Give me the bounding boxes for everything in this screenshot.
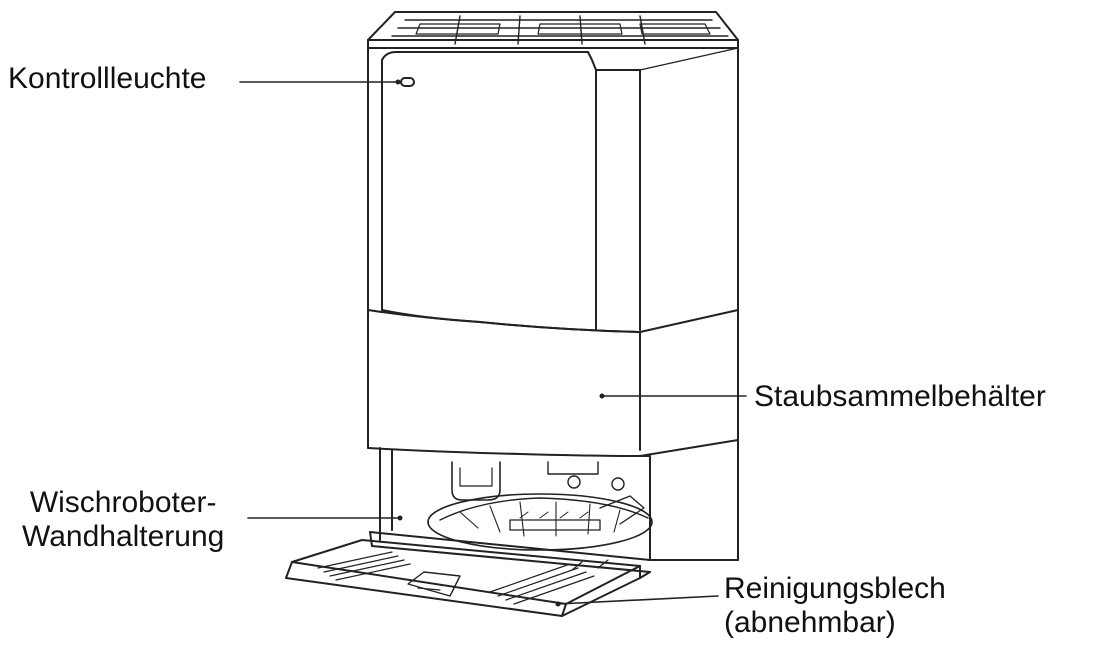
label-mount-line1: Wischroboter- [29, 486, 217, 519]
label-mount-line2: Wandhalterung [22, 520, 225, 553]
upper-body [367, 39, 739, 561]
label-dustbin-text: Staubsammelbehälter [754, 380, 1046, 413]
leader-dot-dustbin [599, 393, 605, 399]
leader-dot-mount [397, 515, 403, 521]
top-lid [367, 11, 739, 49]
label-cleaning-tray: Reinigungsblech (abnehmbar) [724, 572, 946, 640]
indicator-light [400, 77, 415, 87]
label-wall-mount: Wischroboter- Wandhalterung [22, 486, 224, 554]
label-tray-line2: (abnehmbar) [724, 606, 896, 639]
dust-container-band [367, 309, 739, 457]
leader-dot-indicator [395, 79, 401, 85]
label-indicator-light: Kontrollleuchte [8, 62, 206, 96]
leader-dot-tray [555, 601, 561, 607]
lower-cavity [379, 447, 653, 561]
base-foot [639, 559, 739, 579]
label-indicator-text: Kontrollleuchte [8, 62, 207, 95]
label-tray-line1: Reinigungsblech [724, 572, 946, 605]
wall-mount-rail [369, 531, 651, 573]
cleaning-tray [285, 539, 641, 617]
leader-tray [557, 595, 719, 605]
leader-lines [239, 81, 747, 605]
label-dust-container: Staubsammelbehälter [754, 380, 1046, 414]
